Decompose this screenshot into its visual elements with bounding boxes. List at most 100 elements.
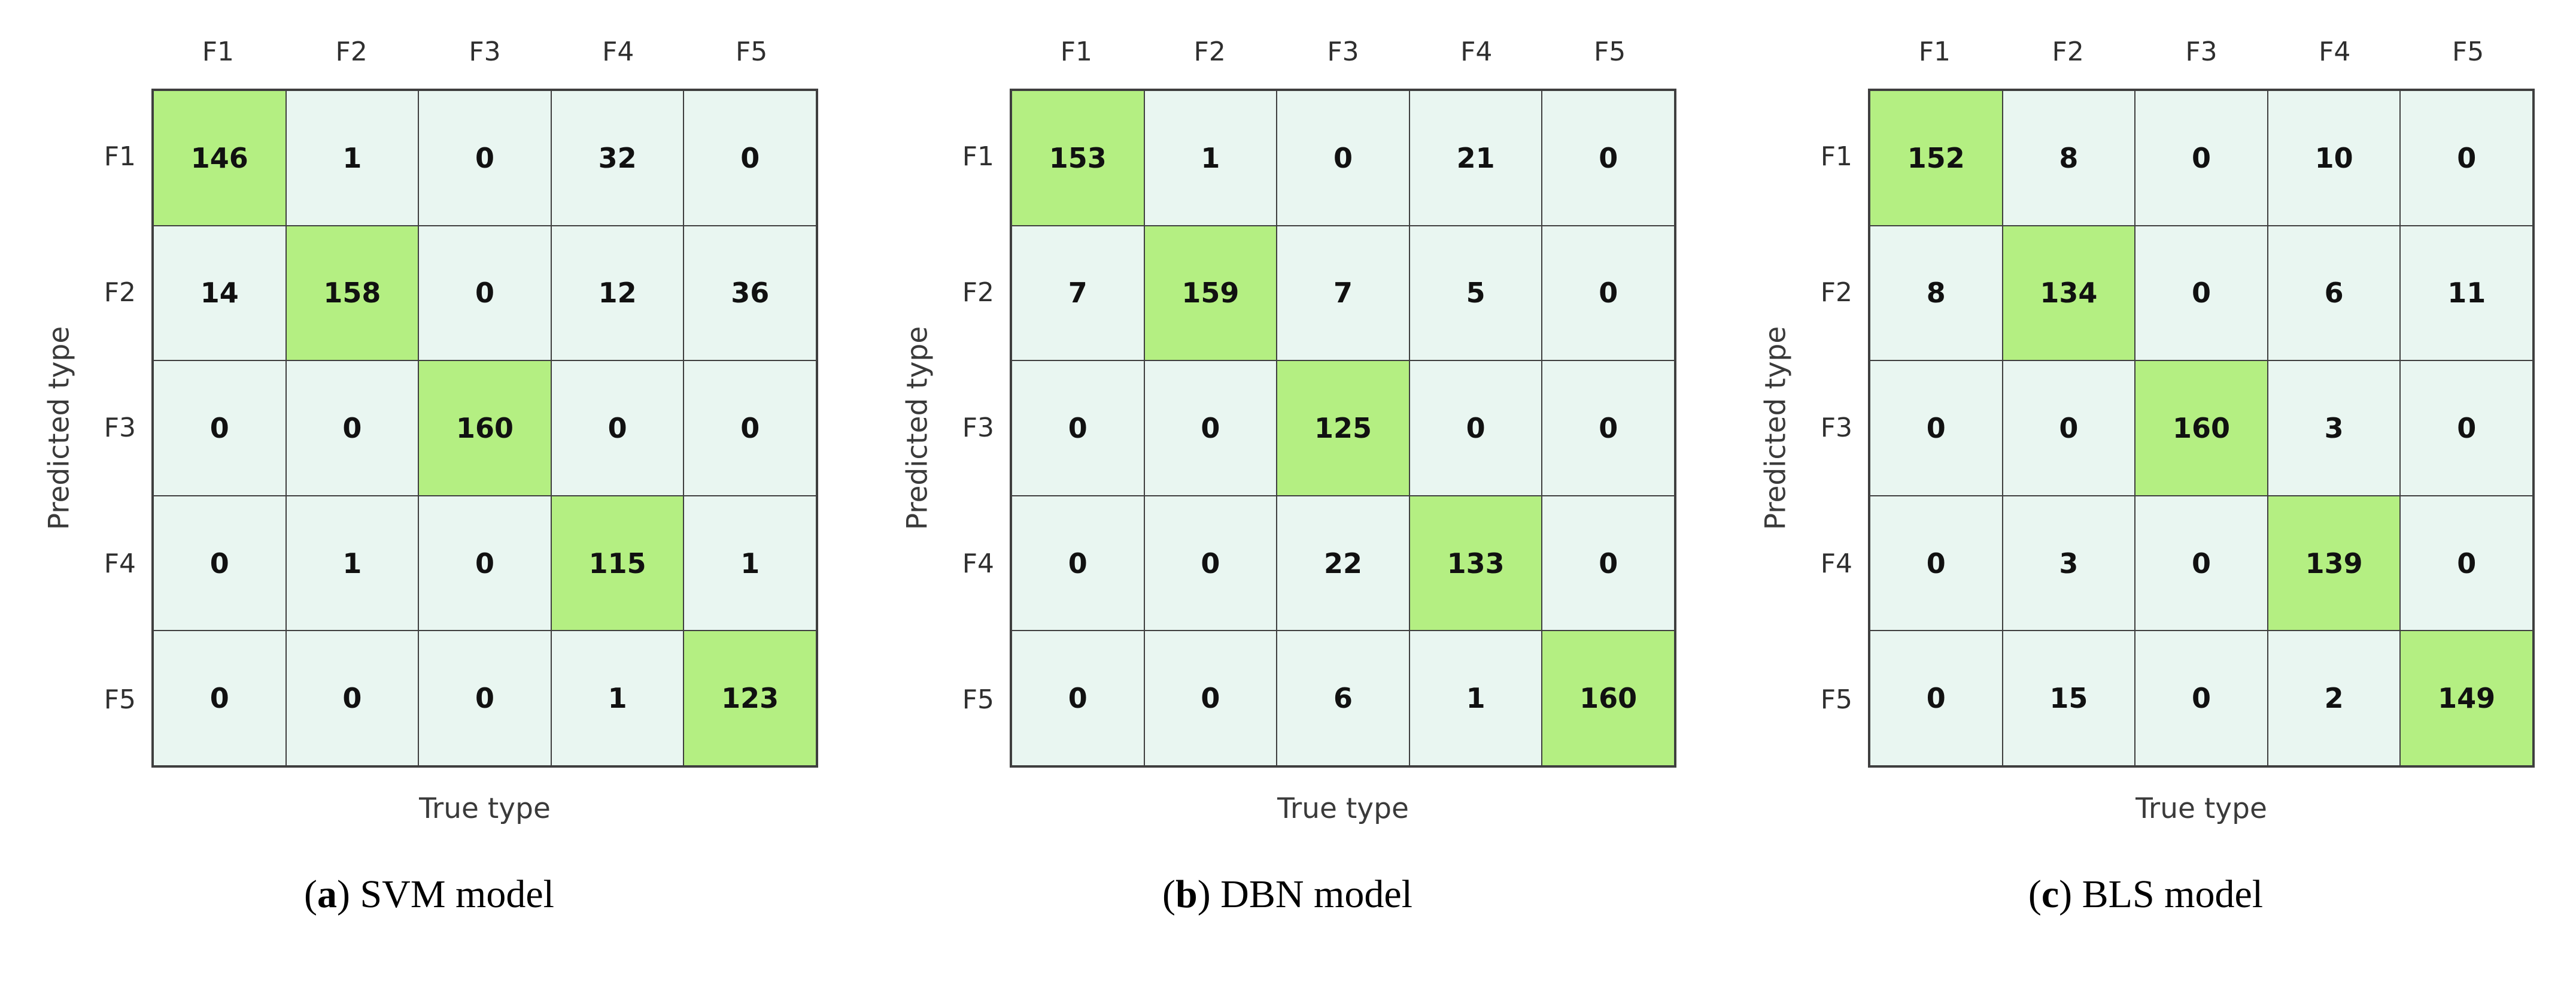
- matrix-cell: 0: [2135, 226, 2267, 360]
- column-header: F1: [1060, 36, 1093, 67]
- matrix-cell: 7: [1277, 226, 1409, 360]
- column-header: F4: [1460, 36, 1493, 67]
- matrix-cell: 0: [1144, 361, 1277, 495]
- caption-paren-open: (: [304, 872, 317, 916]
- matrix-cell: 0: [1870, 496, 2002, 631]
- matrix-cell: 160: [419, 361, 551, 495]
- matrix-cell: 22: [1277, 496, 1409, 631]
- matrix-cell: 159: [1144, 226, 1277, 360]
- matrix-cell: 6: [1277, 631, 1409, 765]
- row-label: F5: [104, 684, 136, 716]
- matrix-cell: 5: [1409, 226, 1542, 360]
- caption-text: BLS model: [2082, 872, 2264, 916]
- matrix-cell: 8: [2003, 91, 2135, 225]
- matrix-cell: 0: [2135, 496, 2267, 631]
- matrix-cell: 0: [1542, 226, 1674, 360]
- matrix-cell: 7: [1012, 226, 1144, 360]
- y-axis-label-wrap: Predicted type: [898, 89, 937, 768]
- matrix-cell: 133: [1409, 496, 1542, 631]
- matrix-cell: 0: [1542, 91, 1674, 225]
- column-header: F5: [735, 36, 768, 67]
- matrix-cell: 0: [2135, 91, 2267, 225]
- column-header: F4: [2319, 36, 2351, 67]
- matrix-cell: 1: [286, 91, 418, 225]
- caption-paren-close: ): [2059, 872, 2073, 916]
- x-axis-label: True type: [1277, 792, 1409, 825]
- matrix-cell: 0: [684, 361, 816, 495]
- matrix-cell: 160: [1542, 631, 1674, 765]
- row-label: F1: [962, 141, 994, 172]
- matrix-cell: 0: [1144, 631, 1277, 765]
- caption-paren-close: ): [336, 872, 350, 916]
- column-header: F3: [2185, 36, 2217, 67]
- matrix-cell: 0: [684, 91, 816, 225]
- row-label: F5: [962, 684, 994, 716]
- column-header: F2: [1193, 36, 1226, 67]
- matrix-cell: 123: [684, 631, 816, 765]
- caption-letter: c: [2041, 872, 2059, 916]
- matrix-cell: 0: [419, 496, 551, 631]
- matrix-cell: 0: [419, 631, 551, 765]
- matrix-cell: 149: [2401, 631, 2532, 765]
- row-label: F2: [1820, 277, 1852, 308]
- matrix-cell: 125: [1277, 361, 1409, 495]
- column-header: F4: [602, 36, 634, 67]
- matrix-cell: 0: [2401, 496, 2532, 631]
- matrix-cell: 14: [154, 226, 285, 360]
- column-header: F2: [335, 36, 367, 67]
- matrix-cell: 36: [684, 226, 816, 360]
- column-header: F3: [469, 36, 501, 67]
- matrix-cell: 0: [1870, 361, 2002, 495]
- matrix-cell: 11: [2401, 226, 2532, 360]
- caption-text: SVM model: [360, 872, 554, 916]
- column-header: F2: [2052, 36, 2084, 67]
- panel-caption: (a) SVM model: [304, 872, 554, 917]
- matrix-cell: 1: [684, 496, 816, 631]
- matrix-cell: 0: [286, 631, 418, 765]
- matrix-cell: 15: [2003, 631, 2135, 765]
- matrix-cell: 0: [154, 631, 285, 765]
- caption-text: DBN model: [1220, 872, 1412, 916]
- row-label: F1: [1820, 141, 1852, 172]
- matrix-cell: 0: [419, 226, 551, 360]
- row-label: F4: [1820, 548, 1852, 580]
- matrix-cell: 0: [1012, 496, 1144, 631]
- row-label: F4: [962, 548, 994, 580]
- column-header: F1: [1918, 36, 1951, 67]
- row-label: F2: [962, 277, 994, 308]
- y-axis-label-wrap: Predicted type: [1757, 89, 1795, 768]
- matrix-cell: 160: [2135, 361, 2267, 495]
- column-header: F5: [2452, 36, 2484, 67]
- matrix-cell: 153: [1012, 91, 1144, 225]
- matrix-cell: 158: [286, 226, 418, 360]
- matrix-cell: 3: [2003, 496, 2135, 631]
- matrix-cell: 10: [2268, 91, 2400, 225]
- row-label: F3: [962, 413, 994, 444]
- caption-letter: a: [317, 872, 337, 916]
- column-headers: F1 F2 F3 F4 F5: [1868, 25, 2535, 89]
- matrix-cell: 139: [2268, 496, 2400, 631]
- matrix-cell: 0: [1277, 91, 1409, 225]
- y-axis-label: Predicted type: [1759, 326, 1793, 531]
- row-label: F2: [104, 277, 136, 308]
- matrix-cell: 146: [154, 91, 285, 225]
- matrix-cell: 0: [2401, 361, 2532, 495]
- matrix-cell: 0: [2135, 631, 2267, 765]
- matrix-cell: 21: [1409, 91, 1542, 225]
- matrix-cell: 0: [1012, 361, 1144, 495]
- row-label: F3: [104, 413, 136, 444]
- row-label: F1: [104, 141, 136, 172]
- row-label: F3: [1820, 413, 1852, 444]
- matrix-cell: 0: [2401, 91, 2532, 225]
- matrix-cell: 0: [154, 496, 285, 631]
- matrix-cell: 1: [1409, 631, 1542, 765]
- matrix-cell: 0: [1542, 496, 1674, 631]
- matrix-cell: 0: [551, 361, 684, 495]
